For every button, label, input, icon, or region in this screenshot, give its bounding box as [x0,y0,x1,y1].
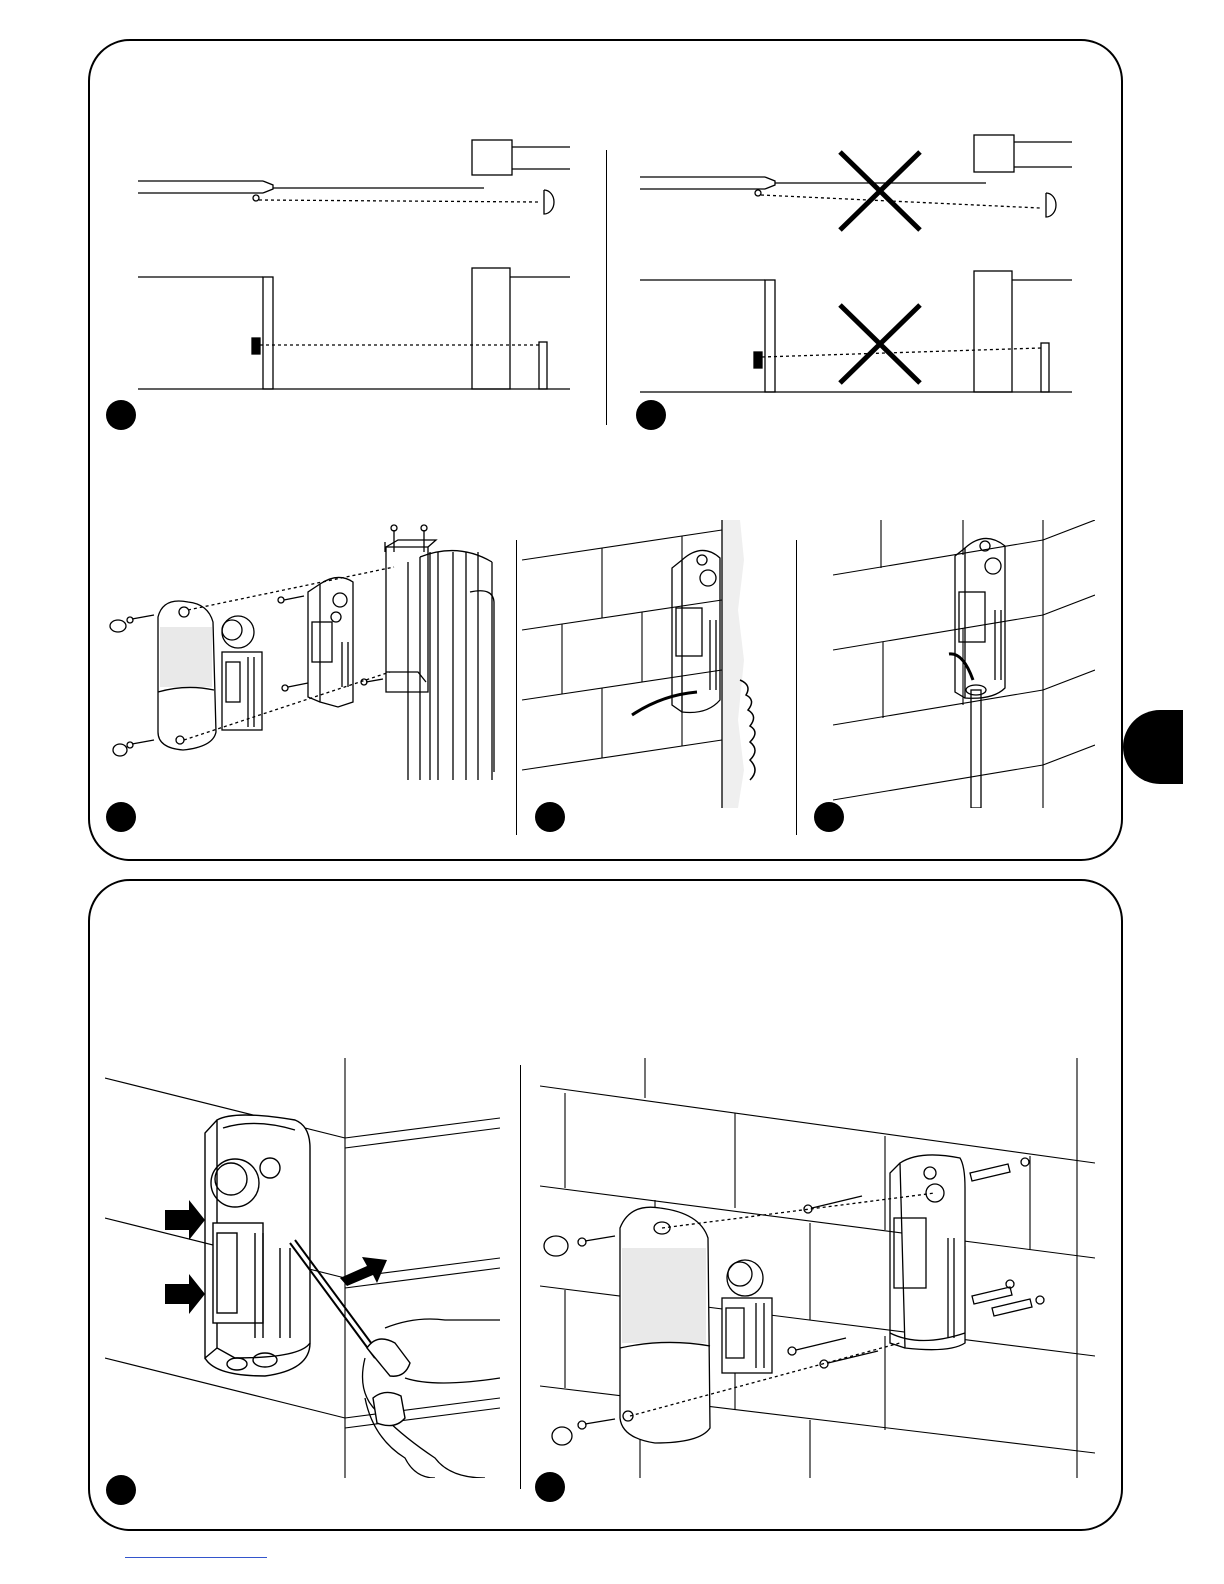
photocell-tx [252,338,260,354]
wall-plug-icon [992,1296,1044,1316]
figure-exploded-wall-mount [540,1058,1095,1478]
screw-icon [788,1338,846,1355]
screw-cap [110,620,126,632]
figure-marker-4 [535,802,565,832]
cross-icon [840,305,920,383]
photocell-board [222,616,262,730]
photocell-front-cover [158,601,216,750]
divider-top [606,150,607,425]
arrow-icon [165,1274,205,1314]
cable [632,692,697,715]
photocell-rx-top-view [544,190,554,214]
wall-plug-icon [970,1158,1029,1181]
page-edge-tab [1123,710,1183,784]
screw-cap [113,744,127,756]
figure-incorrect-alignment [610,130,1080,400]
screw-icon [421,525,427,552]
screw-icon [804,1196,862,1213]
divider-figure-3 [516,540,517,835]
mounting-bracket [386,547,428,692]
divider-figure-6 [520,1065,521,1489]
screw-icon [391,525,397,552]
figure-marker-1 [106,400,136,430]
figure-marker-6 [106,1475,136,1505]
photocell-board [722,1260,772,1373]
photocell-tx-top-view [253,195,259,201]
divider-figure-4 [796,540,797,835]
gate-post-left [263,277,273,389]
pillar-top-view [472,140,512,175]
screw-icon [578,1236,615,1246]
screw-cap [544,1236,568,1256]
gate-pillar-right [472,268,510,389]
figure-marker-5 [814,802,844,832]
wall-plug-icon [972,1280,1014,1304]
footer-rule [125,1557,267,1558]
figure-correct-alignment [108,130,578,400]
figure-exploded-post-mount [108,522,508,787]
cross-icon [840,152,920,230]
screw-icon [578,1419,615,1429]
photocell-rx-column [539,342,547,389]
screw-icon [820,1351,878,1368]
conduit-pipe [971,690,981,808]
screw-icon [361,679,383,685]
screw-icon [282,683,308,691]
cable [949,654,973,680]
wall-plaster-edge [722,520,744,808]
figure-marker-3 [106,802,136,832]
figure-opening-cover [105,1058,500,1478]
aluminium-column [408,551,494,780]
arrow-icon [340,1257,387,1286]
figure-marker-7 [535,1472,565,1502]
photocell-front-cover [620,1207,710,1443]
figure-wall-mount-surface-cable [522,520,784,808]
screw-icon [278,596,304,603]
screw-icon [127,615,154,623]
brick-wall [522,530,722,770]
screw-cap [552,1427,572,1445]
figure-marker-2 [636,400,666,430]
figure-wall-mount-pipe-cable [833,520,1095,808]
screw-icon [127,740,154,748]
